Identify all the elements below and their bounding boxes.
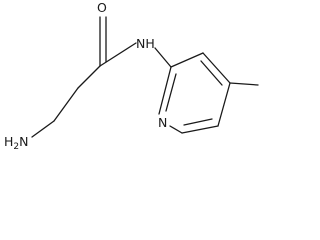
carbonyl-oxygen-label: O	[97, 0, 107, 15]
bond-carbonyl-amide-n	[99, 42, 137, 67]
bond-ring-c2-c3	[170, 52, 204, 68]
amide-nitrogen-label: NH	[136, 36, 155, 51]
amine-label: H2N	[4, 134, 29, 150]
bond-ring-c5-c6	[181, 125, 219, 134]
atom-labels: H2N O NH N	[4, 0, 167, 150]
bond-ring-c3-c4	[202, 52, 231, 84]
bond-ring-c4-c5	[217, 82, 231, 127]
bond-c3-c2	[53, 87, 79, 122]
bond-c2-carbonyl	[77, 65, 101, 89]
bond-ring-c5-c6-inner	[183, 118, 213, 126]
bond-ring-c3-c4-inner	[200, 60, 223, 86]
bond-amide-n-ring	[154, 47, 172, 68]
bond-ring-n-c2	[158, 66, 172, 115]
amine-label-n: N	[19, 134, 28, 149]
bond-ring-n-c2-inner	[165, 73, 177, 112]
chemical-structure-diagram: H2N O NH N	[4, 0, 259, 150]
bond-ring-c6-n	[169, 125, 183, 134]
bonds	[31, 16, 259, 138]
amine-label-h: H	[4, 134, 13, 149]
bond-methyl	[229, 82, 259, 86]
amine-label-subscript: 2	[13, 142, 19, 150]
bond-amine-c3	[31, 120, 55, 138]
ring-nitrogen-label: N	[158, 115, 167, 130]
